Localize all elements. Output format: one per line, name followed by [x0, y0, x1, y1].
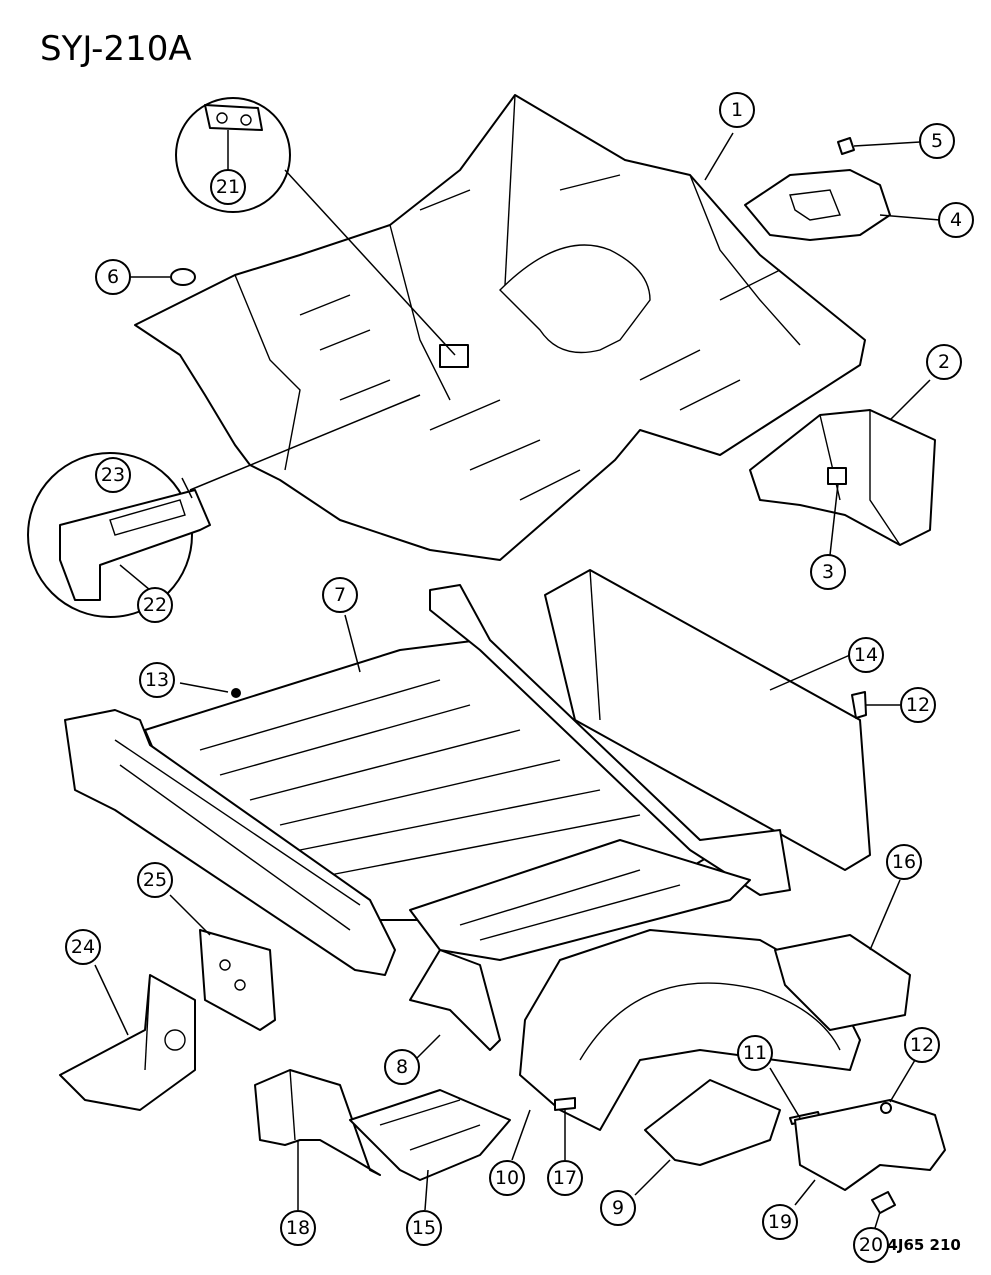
callout-8: 8 — [384, 1049, 420, 1085]
callout-10: 10 — [489, 1160, 525, 1196]
left-sill-rail — [64, 709, 396, 976]
svg-text:4: 4 — [950, 209, 962, 231]
svg-text:12: 12 — [910, 1034, 934, 1056]
svg-text:18: 18 — [286, 1217, 310, 1239]
leader-1 — [704, 132, 734, 181]
callouts: 1 2 3 4 5 6 7 8 9 10 11 12 12 13 14 15 1… — [65, 92, 974, 1263]
diagram-code: 94J65 210 — [877, 1236, 961, 1254]
callout-5: 5 — [919, 123, 955, 159]
svg-text:20: 20 — [859, 1234, 883, 1256]
callout-7: 7 — [322, 577, 358, 613]
svg-text:25: 25 — [143, 869, 167, 891]
callout-24: 24 — [65, 929, 101, 965]
svg-text:19: 19 — [768, 1211, 792, 1233]
callout-19: 19 — [762, 1204, 798, 1240]
callout-23: 23 — [95, 457, 131, 493]
access-cover — [744, 169, 941, 241]
callout-4: 4 — [938, 202, 974, 238]
callout-6: 6 — [95, 259, 131, 295]
detail-circle-22 — [27, 394, 421, 618]
svg-text:3: 3 — [822, 561, 834, 583]
callout-9: 9 — [600, 1190, 636, 1226]
svg-text:10: 10 — [495, 1167, 519, 1189]
bracket-25 — [169, 894, 276, 1031]
panel-9 — [634, 1079, 781, 1196]
svg-text:11: 11 — [743, 1042, 767, 1064]
callout-1: 1 — [719, 92, 755, 128]
floor-clip-bracket — [439, 344, 469, 368]
svg-text:16: 16 — [892, 851, 916, 873]
callout-22: 22 — [137, 587, 173, 623]
bracket-nut — [827, 467, 847, 485]
callout-12-upper: 12 — [900, 687, 936, 723]
svg-text:12: 12 — [906, 694, 930, 716]
panel-19 — [794, 1099, 946, 1206]
callout-20: 20 — [853, 1227, 889, 1263]
callout-14: 14 — [848, 637, 884, 673]
svg-text:2: 2 — [938, 351, 950, 373]
svg-text:17: 17 — [553, 1167, 577, 1189]
front-floor-pan — [134, 94, 866, 561]
svg-text:6: 6 — [107, 266, 119, 288]
callout-15: 15 — [406, 1210, 442, 1246]
gusset-24 — [59, 964, 196, 1111]
wheelhouse — [511, 929, 861, 1161]
plug-6 — [130, 268, 196, 286]
svg-text:5: 5 — [931, 130, 943, 152]
callout-18: 18 — [280, 1210, 316, 1246]
bolt-12-lower — [880, 1059, 916, 1114]
callout-11: 11 — [737, 1035, 773, 1071]
svg-text:8: 8 — [396, 1056, 408, 1078]
plate-15 — [349, 1089, 511, 1211]
svg-text:21: 21 — [216, 176, 240, 198]
support-18 — [254, 1069, 381, 1210]
svg-text:15: 15 — [412, 1217, 436, 1239]
svg-text:13: 13 — [145, 669, 169, 691]
svg-text:14: 14 — [854, 644, 878, 666]
rear-crossmember — [429, 584, 791, 896]
callout-21: 21 — [210, 169, 246, 205]
detail-circle-21 — [175, 97, 456, 356]
callout-12-lower: 12 — [904, 1027, 940, 1063]
svg-text:7: 7 — [334, 584, 346, 606]
callout-2: 2 — [926, 344, 962, 380]
nut-13 — [179, 682, 241, 698]
rear-floor-extension — [409, 839, 751, 1061]
callout-17: 17 — [547, 1160, 583, 1196]
svg-text:24: 24 — [71, 936, 95, 958]
bolt-12-upper — [851, 691, 900, 719]
callout-25: 25 — [137, 862, 173, 898]
svg-text:22: 22 — [143, 594, 167, 616]
fastener-20 — [871, 1191, 896, 1229]
callout-16: 16 — [886, 844, 922, 880]
callout-13: 13 — [139, 662, 175, 698]
screw-5 — [837, 137, 921, 155]
callout-3: 3 — [810, 554, 846, 590]
svg-text:23: 23 — [101, 464, 125, 486]
svg-text:9: 9 — [612, 1197, 624, 1219]
svg-text:1: 1 — [731, 99, 743, 121]
wheelhouse-plate — [774, 879, 911, 1031]
diagram-title: SYJ-210A — [40, 29, 192, 69]
floor-bracket — [749, 379, 936, 556]
pin-17 — [554, 1097, 576, 1160]
